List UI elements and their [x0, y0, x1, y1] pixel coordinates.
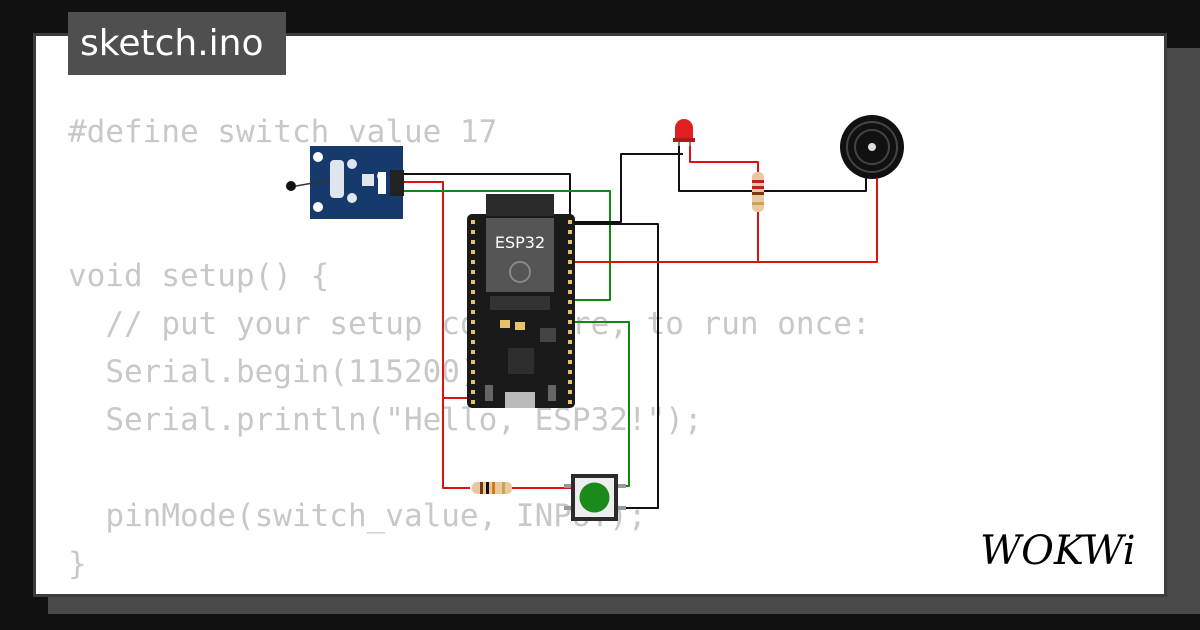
header-pin [568, 240, 572, 244]
header-pin [471, 370, 475, 374]
wire-green [403, 190, 611, 301]
wire-black [567, 223, 659, 509]
header-pin [471, 280, 475, 284]
resistor-horizontal[interactable] [472, 482, 512, 494]
wire-black [403, 173, 571, 222]
header-pin [471, 310, 475, 314]
wire-black [678, 146, 867, 192]
header-pin [471, 340, 475, 344]
header-pin [568, 220, 572, 224]
header-pin [568, 330, 572, 334]
header-pin [471, 350, 475, 354]
header-pin [568, 400, 572, 404]
header-pin [568, 260, 572, 264]
code-line: Serial.println("Hello, ESP32!"); [68, 402, 703, 438]
header-pin [568, 360, 572, 364]
sensor-module[interactable] [286, 146, 404, 219]
header-pin [471, 240, 475, 244]
circuit-diagram: ESP32 [286, 115, 904, 521]
resistor-vertical[interactable] [752, 172, 764, 212]
header-pin [568, 290, 572, 294]
header-pin [568, 380, 572, 384]
wokwi-logo-text: WOKWi [980, 528, 1136, 574]
header-pin [471, 300, 475, 304]
wire-black [567, 153, 683, 223]
header-pin [568, 300, 572, 304]
header-pin [471, 360, 475, 364]
code-line: // put your setup code here, to run once… [105, 306, 871, 342]
code-line: Serial.begin(115200); [68, 354, 498, 390]
header-pin [471, 380, 475, 384]
header-pin [471, 390, 475, 394]
header-pin [471, 230, 475, 234]
wire-green [567, 321, 630, 487]
header-pin [471, 290, 475, 294]
header-pin [568, 250, 572, 254]
esp32-label: ESP32 [495, 233, 545, 252]
header-pin [568, 270, 572, 274]
code-line: void setup() { [68, 258, 330, 294]
header-pin [568, 320, 572, 324]
header-pin [568, 310, 572, 314]
header-pin [568, 370, 572, 374]
red-led[interactable] [673, 119, 695, 146]
header-pin [568, 230, 572, 234]
esp32-board[interactable]: ESP32 [467, 194, 575, 408]
header-pin [471, 330, 475, 334]
header-pin [568, 280, 572, 284]
wire-red [689, 146, 759, 174]
header-pins [471, 220, 572, 404]
sketch-title: sketch.ino [68, 12, 286, 75]
header-pin [568, 390, 572, 394]
code-line: #define switch_value 17 [68, 114, 498, 150]
preview-card: #define switch_value 17 void setup() { /… [33, 33, 1167, 597]
header-pin [471, 400, 475, 404]
wokwi-logo: WOKWi [980, 528, 1136, 574]
wire-red [403, 181, 470, 489]
header-pin [471, 220, 475, 224]
wire-red [567, 178, 878, 263]
header-pin [471, 270, 475, 274]
buzzer[interactable] [840, 115, 904, 184]
push-button[interactable] [564, 474, 626, 521]
header-pin [471, 320, 475, 324]
header-pin [471, 250, 475, 254]
header-pin [568, 350, 572, 354]
code-line: } [68, 546, 87, 582]
header-pin [471, 260, 475, 264]
header-pin [568, 340, 572, 344]
